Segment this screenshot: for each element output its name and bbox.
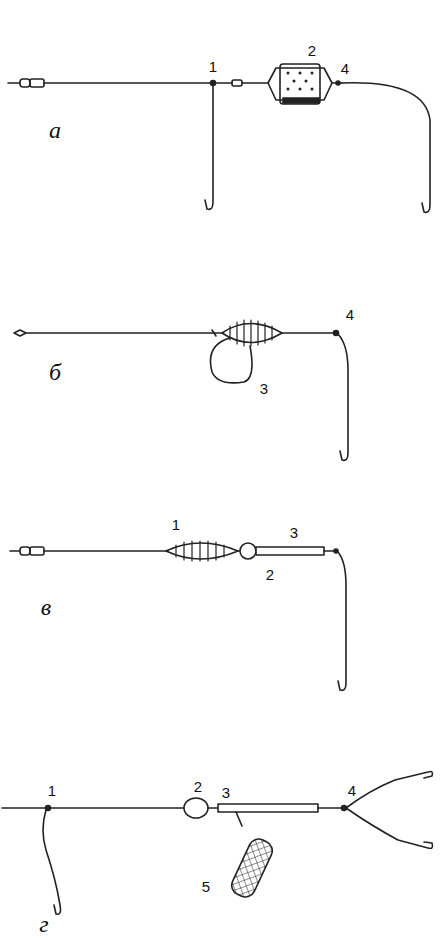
callout-number: 3	[260, 381, 268, 396]
callout-number: 2	[266, 567, 274, 582]
rig-b	[14, 320, 348, 460]
callout-number: 4	[346, 307, 354, 322]
callout-number: 1	[172, 517, 180, 532]
rig-v	[10, 541, 346, 690]
callout-number: 2	[308, 43, 316, 58]
panel-letter: б	[49, 360, 61, 384]
callout-number: 1	[48, 783, 56, 798]
callout-number: 3	[290, 525, 298, 540]
panel-letter: г	[39, 912, 48, 936]
panel-letter: в	[41, 595, 51, 619]
callout-number: 2	[194, 779, 202, 794]
rig-a	[8, 64, 430, 212]
callout-number: 4	[341, 61, 349, 76]
callout-number: 4	[348, 783, 356, 798]
rig-g	[2, 772, 433, 915]
callout-number: 5	[202, 879, 210, 894]
callout-number: 3	[222, 785, 230, 800]
panel-letter: а	[49, 118, 61, 142]
callout-number: 1	[209, 59, 217, 74]
